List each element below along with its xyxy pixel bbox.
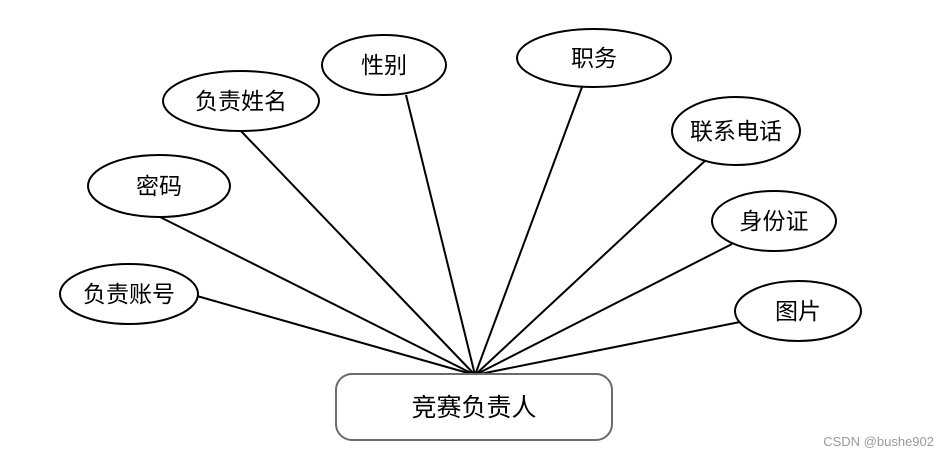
attribute-position: 职务 [516,28,672,88]
attribute-account: 负责账号 [59,263,199,325]
attribute-account-label: 负责账号 [83,282,175,308]
attribute-password-label: 密码 [136,174,182,200]
attribute-photo-label: 图片 [775,299,821,325]
connector-name [239,129,476,376]
connector-idcard [474,243,733,376]
connector-account [196,295,476,376]
attribute-gender-label: 性别 [361,53,407,79]
attribute-name-label: 负责姓名 [195,89,287,115]
attribute-password: 密码 [87,154,231,218]
entity-box: 竞赛负责人 [335,373,613,441]
attribute-phone: 联系电话 [671,96,801,166]
attribute-gender: 性别 [321,34,447,96]
attribute-phone-label: 联系电话 [690,119,782,145]
watermark-text: CSDN @bushe902 [823,434,934,449]
connectors [159,86,741,376]
attribute-idcard: 身份证 [711,190,837,252]
entity-label: 竞赛负责人 [411,393,536,422]
attribute-name: 负责姓名 [162,70,320,132]
connector-password [159,216,476,376]
connector-photo [474,321,741,376]
connector-position [474,86,583,376]
attribute-photo: 图片 [734,280,862,342]
attribute-idcard-label: 身份证 [740,209,809,235]
connector-phone [474,158,708,376]
attribute-position-label: 职务 [571,46,617,72]
connector-gender [405,94,476,376]
